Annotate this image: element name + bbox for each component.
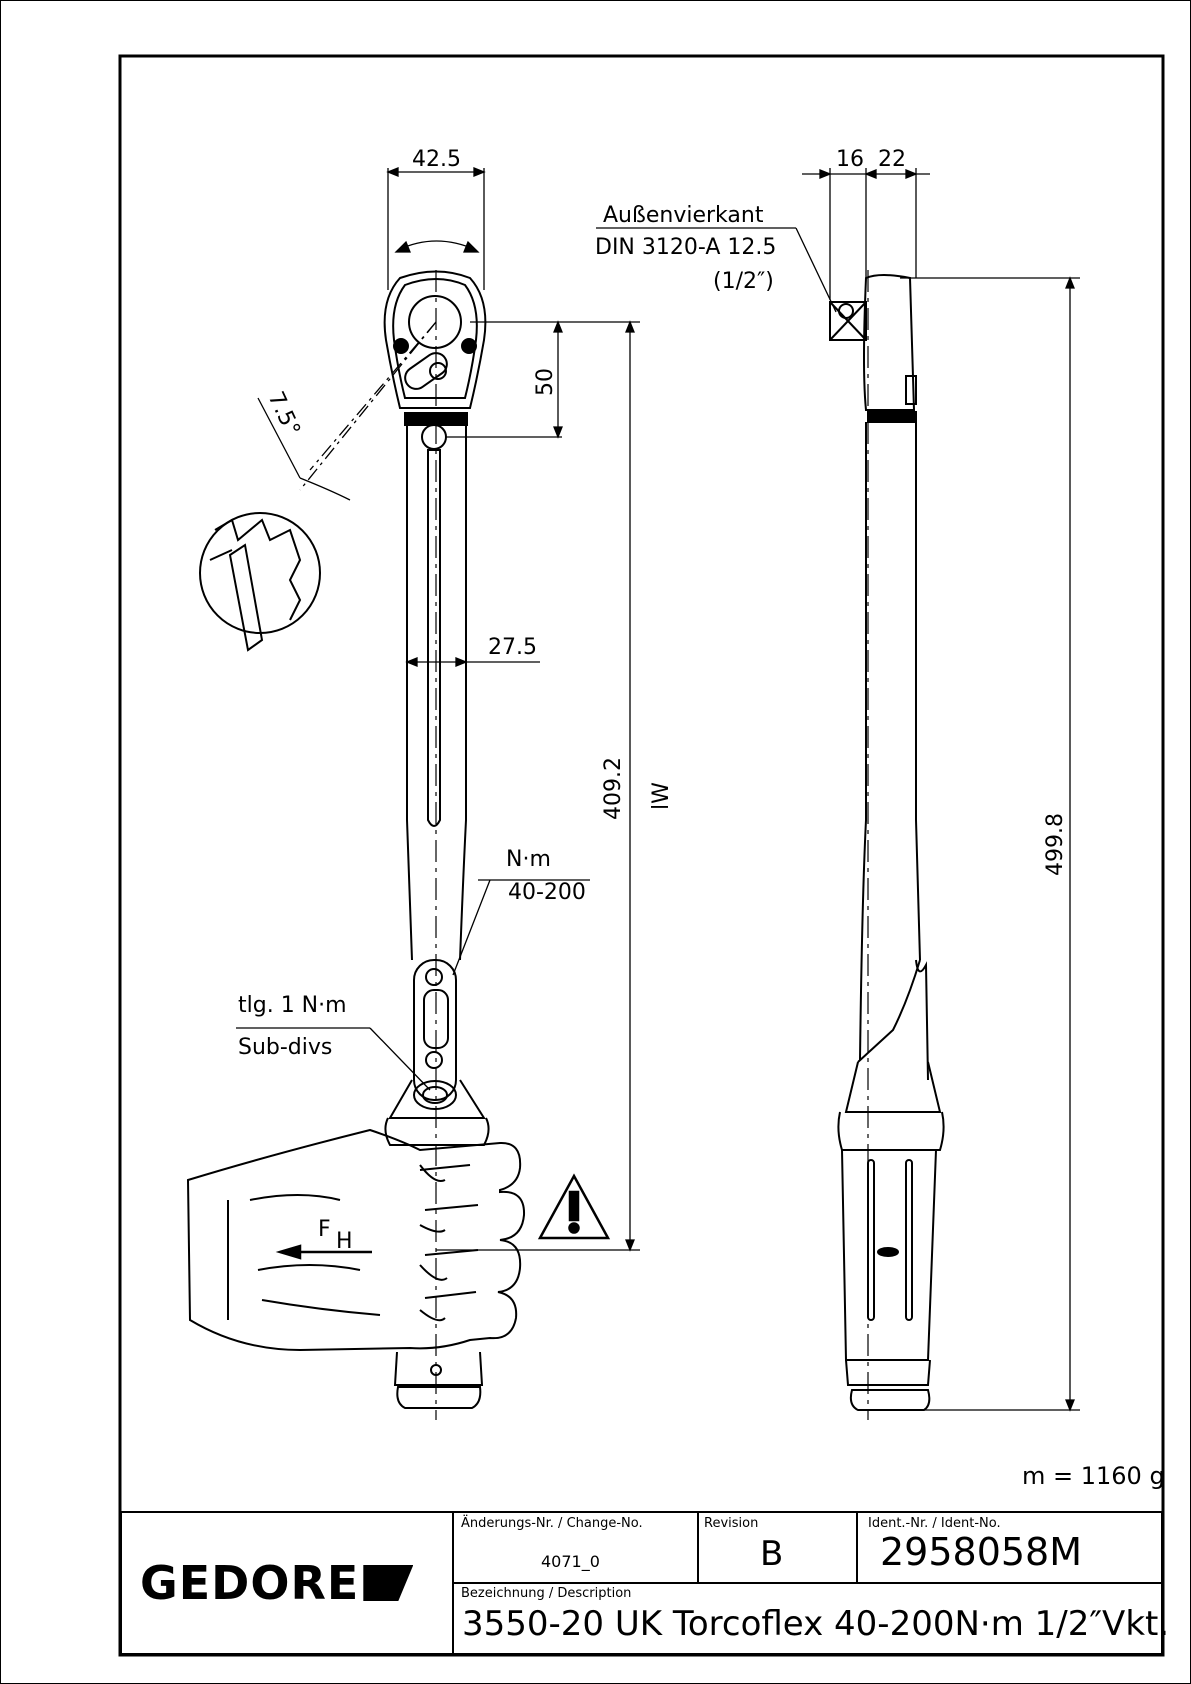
note-unit: N·m [506,847,551,872]
description-label: Bezeichnung / Description [461,1586,632,1601]
wrench-side-view [829,274,945,1411]
revision-value: B [760,1534,784,1574]
revision-label: Revision [704,1516,759,1531]
dim-effective-length-symbol: lW [649,782,674,810]
note-subdiv-en: Sub-divs [238,1035,332,1060]
dim-effective-length: 409.2 [601,757,626,820]
brand-logo: GEDORE [140,1556,414,1610]
dim-head-width: 42.5 [412,147,461,172]
front-dimension-lines [236,167,640,1252]
ratchet-detail [199,512,321,652]
brand-mark-icon [363,1565,414,1601]
title-block-divider-ident [856,1511,858,1583]
dim-head-depth-b: 22 [878,147,906,172]
warning-triangle-icon [537,1173,611,1240]
dim-tube-width: 27.5 [488,635,537,660]
force-arrow [275,1244,372,1260]
dim-overall-length: 499.8 [1043,813,1068,876]
centre-lines [435,270,869,1420]
note-range: 40-200 [508,880,586,905]
force-subscript: H [336,1229,353,1254]
description-value: 3550-20 UK Torcoflex 40-200N·m 1/2″Vkt. [462,1604,1170,1644]
note-drive-standard: DIN 3120-A 12.5 [595,235,776,260]
mass-label: m = 1160 g [1022,1462,1165,1490]
dim-head-depth-a: 16 [836,147,864,172]
change-no-value: 4071_0 [541,1552,600,1571]
note-subdiv-de: tlg. 1 N·m [238,993,347,1018]
side-dimension-lines [596,168,1080,1412]
ident-no-value: 2958058M [880,1530,1083,1574]
dim-ratchet-angle: 7.5° [263,388,305,440]
hand-illustration [186,1128,526,1352]
change-no-label: Änderungs-Nr. / Change-No. [461,1516,643,1531]
title-block-divider-revision [697,1511,699,1583]
force-label: F [318,1217,331,1242]
dim-head-offset: 50 [533,368,558,396]
wrench-front-view [383,270,490,1409]
brand-name: GEDORE [140,1556,360,1610]
note-drive-size: (1/2″) [713,269,774,294]
note-drive-label: Außenvierkant [603,203,764,228]
drawing-frame [118,54,1165,1657]
ident-no-label: Ident.-Nr. / Ident-No. [868,1516,1001,1531]
title-block-divider-row [452,1582,1163,1584]
